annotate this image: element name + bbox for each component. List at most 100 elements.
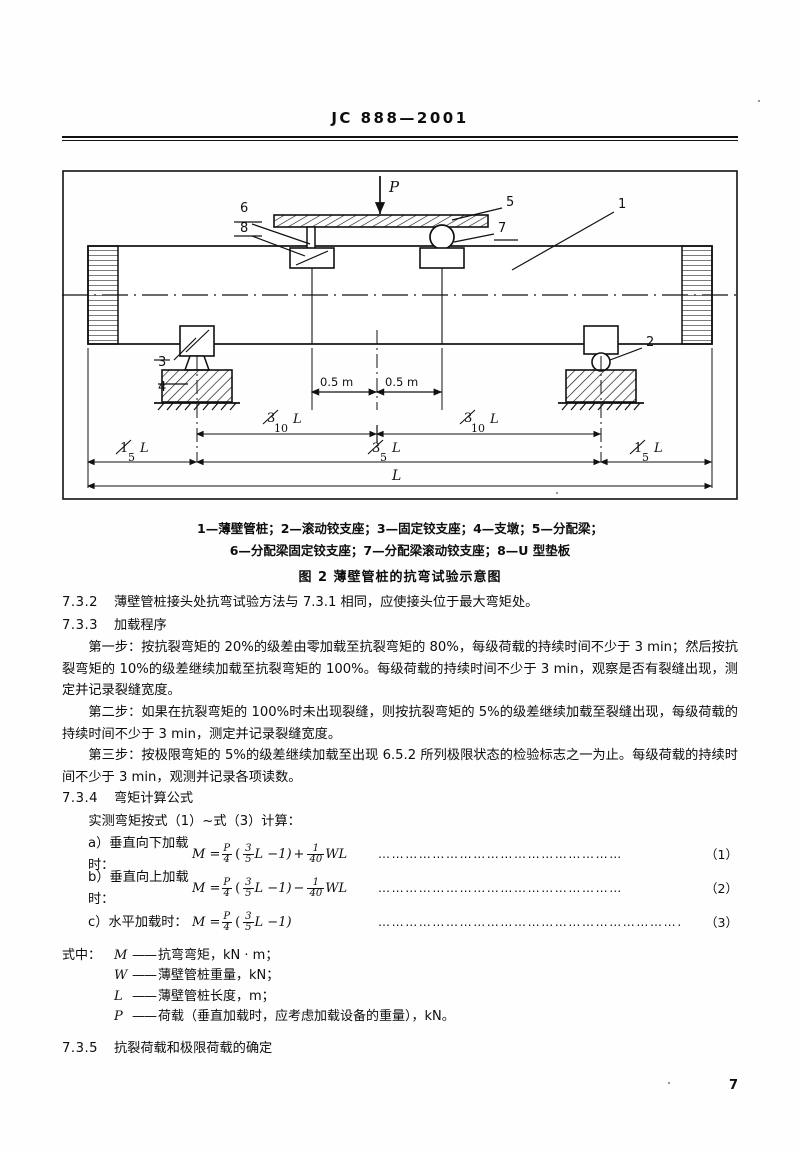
formula-1-label: a）垂直向下加载时：	[88, 835, 189, 873]
where-lead: 式中：	[62, 947, 102, 963]
svg-text:P: P	[388, 178, 400, 196]
where-row-M: 式中： M —— 抗弯弯矩，kN · m；	[62, 946, 738, 967]
where-definition-M: 抗弯弯矩，kN · m；	[158, 947, 279, 963]
formula-3-expression: M = P 4 ( 3 5 L −1)	[192, 912, 372, 934]
dim-three-fifths-L: 3 5 L	[367, 439, 401, 464]
formula-2-label: b）垂直向上加载时：	[88, 869, 189, 907]
where-dash-L: ——	[132, 988, 157, 1004]
svg-text:10: 10	[274, 422, 288, 435]
callout-3: 3	[158, 355, 166, 370]
section-7-3-2-number: 7.3.2	[62, 595, 99, 610]
dim-total-L: L	[391, 468, 401, 484]
formula-3-variable: L −1)	[254, 914, 292, 930]
figure-caption: 图 2 薄壁管桩的抗弯试验示意图	[298, 570, 502, 585]
where-symbol-M: M	[114, 947, 128, 963]
where-symbol-L: L	[114, 988, 123, 1004]
formula-list: a）垂直向下加载时： M = P 4 ( 3 5 L −1) + 1	[62, 836, 738, 940]
section-7-3-2-title: 薄壁管桩接头处抗弯试验方法与 7.3.1 相同，应使接头位于最大弯矩处。	[114, 595, 539, 610]
svg-text:5: 5	[642, 451, 649, 464]
where-row-W: W —— 薄壁管桩重量，kN；	[62, 966, 738, 987]
formula-1-lead: M =	[192, 846, 221, 862]
svg-text:3: 3	[372, 441, 380, 456]
where-dash-M: ——	[132, 947, 157, 963]
formula-2-fraction: 3 5	[243, 877, 254, 900]
legend-line-1: 1—薄壁管桩；2—滚动铰支座；3—固定铰支座；4—支墩；5—分配梁；	[197, 521, 603, 536]
where-clause: 式中： M —— 抗弯弯矩，kN · m； W —— 薄壁管桩重量，kN； L …	[62, 946, 738, 1028]
formula-2-leader: ………………………………………………	[378, 880, 623, 895]
section-7-3-3: 7.3.3 加载程序	[62, 615, 738, 637]
where-spacer-L	[62, 987, 114, 1008]
formula-1-number: （1）	[705, 846, 738, 862]
scan-speck	[556, 492, 558, 494]
figure-legend: 1—薄壁管桩；2—滚动铰支座；3—固定铰支座；4—支墩；5—分配梁； 6—分配梁…	[62, 518, 738, 562]
formula-row-2: b）垂直向上加载时： M = P 4 ( 3 5 L −1) − 1	[62, 870, 738, 907]
formula-intro: 实测弯矩按式（1）~式（3）计算：	[88, 813, 301, 829]
section-7-3-2: 7.3.2 薄壁管桩接头处抗弯试验方法与 7.3.1 相同，应使接头位于最大弯矩…	[62, 592, 738, 614]
formula-1-sign: +	[293, 846, 305, 862]
formula-row-3: c）水平加载时： M = P 4 ( 3 5 L −1) ………………………………	[62, 906, 738, 940]
scan-speck	[668, 1082, 670, 1084]
formula-3-lead: M =	[192, 914, 221, 930]
svg-text:L: L	[653, 441, 663, 456]
legend-line-2: 6—分配梁固定铰支座；7—分配梁滚动铰支座；8—U 型垫板	[229, 543, 571, 558]
where-row-P: P —— 荷载（垂直加载时，应考虑加载设备的重量），kN。	[62, 1007, 738, 1028]
formula-3-leader: ……………………………………………………………	[378, 914, 682, 929]
formula-2-number: （2）	[705, 880, 738, 896]
dim-three-tenths-L-left: 3 10 L	[262, 409, 302, 435]
section-7-3-5: 7.3.5 抗裂荷载和极限荷载的确定	[62, 1038, 738, 1060]
callout-2: 2	[646, 335, 654, 350]
formula-2-tail: WL	[325, 880, 348, 896]
scan-speck	[758, 100, 760, 102]
bending-test-schematic: P	[62, 170, 738, 500]
standard-code: JC 888—2001	[331, 109, 469, 127]
body-content: 7.3.2 薄壁管桩接头处抗弯试验方法与 7.3.1 相同，应使接头位于最大弯矩…	[62, 592, 738, 1060]
callout-5: 5	[506, 195, 514, 210]
svg-text:L: L	[139, 441, 149, 456]
formula-1-term-fraction: 1 40	[307, 843, 325, 866]
formula-1-fraction: 3 5	[243, 843, 254, 866]
callout-1: 1	[618, 197, 626, 212]
formula-2-expression: M = P 4 ( 3 5 L −1) − 1 40	[192, 878, 372, 900]
dim-0-5m-left: 0.5 m	[320, 375, 353, 389]
formula-2-sign: −	[293, 880, 305, 896]
svg-text:L: L	[391, 441, 401, 456]
svg-text:L: L	[489, 412, 499, 427]
svg-text:3: 3	[267, 411, 275, 426]
section-7-3-5-number: 7.3.5	[62, 1040, 99, 1056]
dim-one-fifth-L-right: 1 5 L	[629, 439, 663, 464]
callout-8: 8	[240, 221, 248, 236]
header-rule-thin	[62, 140, 738, 141]
formula-1-open-paren: (	[235, 846, 241, 862]
where-dash-P: ——	[132, 1009, 157, 1025]
where-definition-W: 薄壁管桩重量，kN；	[158, 968, 280, 984]
callout-7: 7	[498, 221, 506, 236]
svg-text:3: 3	[464, 411, 472, 426]
svg-text:5: 5	[380, 451, 387, 464]
svg-text:1: 1	[634, 441, 642, 456]
formula-2-term-fraction: 1 40	[307, 877, 325, 900]
where-symbol-W: W	[114, 968, 128, 984]
page-number: 7	[728, 1078, 738, 1093]
section-7-3-4: 7.3.4 弯矩计算公式	[62, 788, 738, 810]
formula-1-coefficient: P 4	[221, 843, 232, 866]
section-7-3-4-number: 7.3.4	[62, 791, 99, 807]
formula-2-open-paren: (	[235, 880, 241, 896]
page-header: JC 888—2001	[0, 108, 800, 127]
formula-1-expression: M = P 4 ( 3 5 L −1) + 1 40	[192, 844, 372, 866]
section-7-3-3-title: 加载程序	[114, 617, 167, 633]
where-spacer-W	[62, 966, 114, 987]
formula-3-fraction: 3 5	[243, 911, 254, 934]
section-7-3-5-title: 抗裂荷载和极限荷载的确定	[114, 1040, 273, 1056]
figure-2-diagram: P	[62, 170, 738, 500]
svg-text:5: 5	[128, 451, 135, 464]
dim-0-5m-right: 0.5 m	[385, 375, 418, 389]
section-7-3-3-number: 7.3.3	[62, 617, 99, 633]
formula-1-leader: ………………………………………………	[378, 846, 623, 861]
procedure-step-3: 第三步：按极限弯矩的 5%的级差继续加载至出现 6.5.2 所列极限状态的检验标…	[62, 748, 738, 785]
formula-3-coefficient: P 4	[221, 911, 232, 934]
where-symbol-P: P	[114, 1009, 123, 1025]
svg-text:10: 10	[471, 422, 485, 435]
procedure-step-1: 第一步：按抗裂弯矩的 20%的级差由零加载至抗裂弯矩的 80%，每级荷载的持续时…	[62, 640, 738, 699]
formula-3-number: （3）	[705, 914, 738, 930]
